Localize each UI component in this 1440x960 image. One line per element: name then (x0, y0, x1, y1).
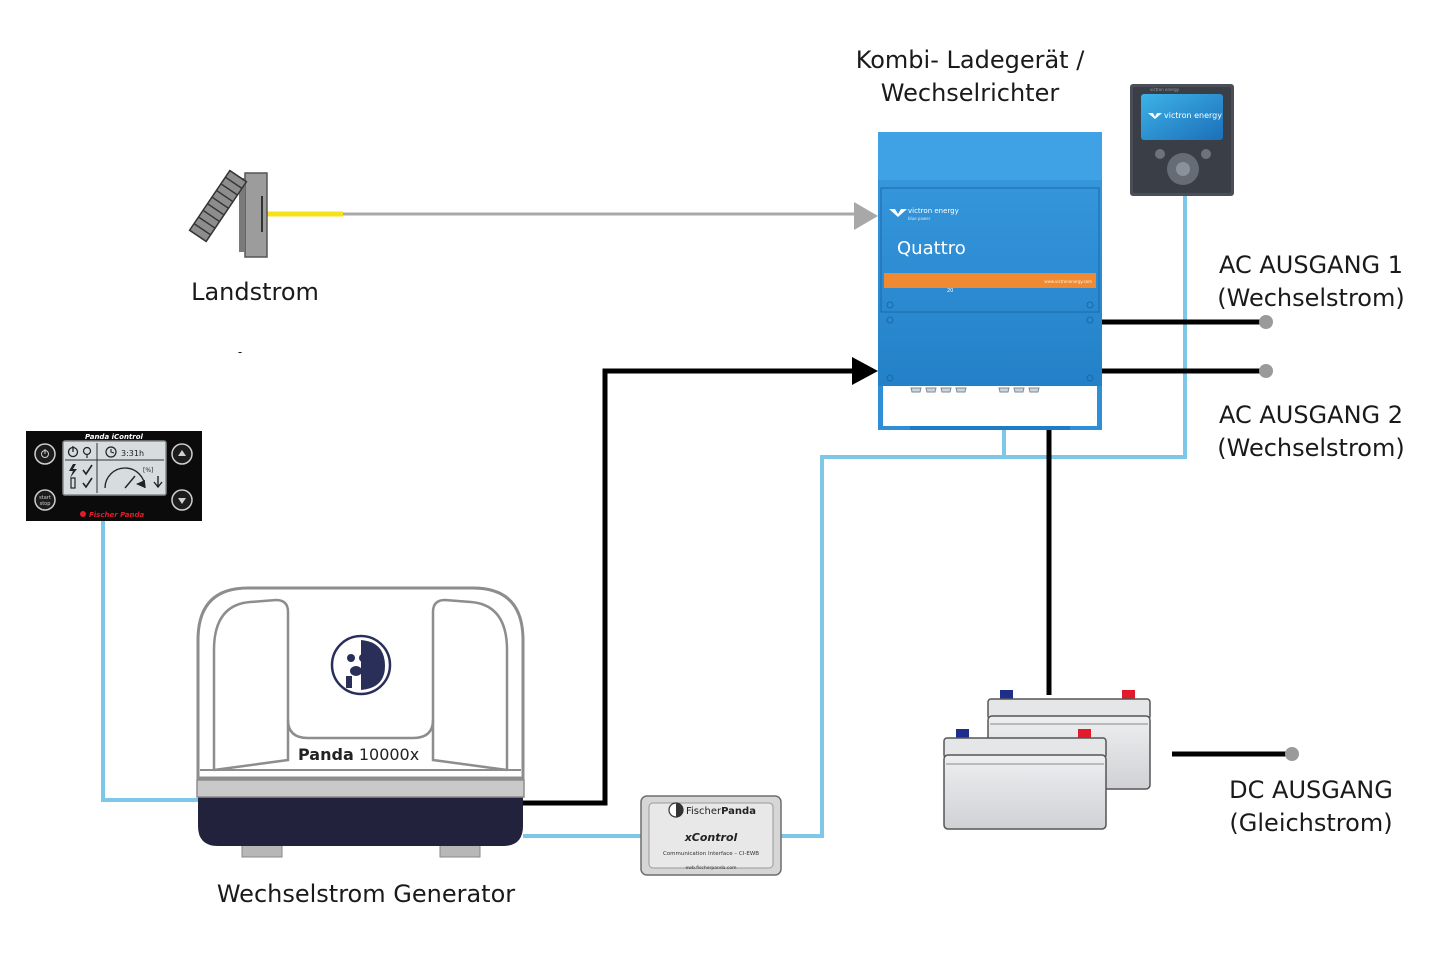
shore-power-dash: - (237, 345, 243, 359)
gauge-icon (104, 467, 146, 489)
gx-left-button (1155, 149, 1165, 159)
xcontrol-title: xControl (684, 831, 738, 844)
dc-out-label: DC AUSGANG (Gleichstrom) (1196, 774, 1426, 840)
gx-center-button (1176, 162, 1190, 176)
panda-logo-icon (330, 634, 392, 696)
panda-generator: Panda 10000x (196, 586, 525, 858)
check2-icon (82, 477, 93, 489)
generator-input-arrow (852, 357, 878, 385)
gx-small-brand: victron energy (1150, 87, 1180, 92)
ac-out1-label: AC AUSGANG 1 (Wechselstrom) (1196, 249, 1426, 315)
ac-out1-terminal (1259, 315, 1273, 329)
inverter-label-line1: Kombi- Ladegerät / (855, 46, 1085, 74)
gauge-kw-label: [%] (143, 467, 153, 474)
inverter-label: Kombi- Ladegerät / Wechselrichter (820, 44, 1120, 110)
inverter-model: Quattro (897, 238, 966, 259)
quattro-inverter: 20 www.victronenergy.com victron energy … (878, 132, 1102, 430)
gx-display: victron energy victron energy (1130, 84, 1234, 196)
ac-out2-line2: (Wechselstrom) (1217, 434, 1405, 462)
generator-ac-cable (523, 368, 858, 806)
generator-label: Wechselstrom Generator (216, 880, 516, 908)
xcontrol-url: ewb.fischerpanda.com (686, 865, 737, 871)
panel-up-button[interactable] (171, 443, 193, 465)
xcontrol-interface: FischerPanda xControl Communication Inte… (640, 795, 782, 876)
dc-out-line2: (Gleichstrom) (1229, 809, 1393, 837)
shore-power-socket (188, 169, 268, 258)
fischer-panda-logo-icon (80, 511, 86, 517)
dc-out-terminal (1285, 747, 1299, 761)
panel-to-generator-cable (101, 520, 198, 802)
gx-logo-icon (1148, 113, 1162, 119)
panel-down-button[interactable] (171, 489, 193, 511)
panel-runtime: 3:31h (121, 449, 144, 458)
panel-title: Panda iControl (85, 433, 143, 441)
panel-brand: Fischer Panda (89, 511, 145, 519)
ac-out1-line2: (Wechselstrom) (1217, 284, 1405, 312)
lightning-glyph-icon (69, 464, 77, 478)
xcontrol-panda-icon (668, 802, 684, 818)
gx-brand: victron energy (1164, 111, 1222, 120)
generator-name: Panda 10000x (298, 745, 419, 764)
inverter-label-line2: Wechselrichter (880, 79, 1060, 107)
svg-text:start: start (39, 495, 51, 501)
gx-right-button (1201, 149, 1211, 159)
ac-out2-line1: AC AUSGANG 2 (1218, 401, 1404, 429)
xcontrol-brand: FischerPanda (686, 806, 756, 817)
power-cables (523, 319, 1286, 806)
battery-bank (943, 690, 1151, 830)
ac-out2-terminal (1259, 364, 1273, 378)
power-glyph-icon (67, 446, 79, 458)
panel-start-stop-button[interactable]: start stop (34, 489, 56, 511)
inverter-strip-number: 20 (947, 288, 953, 294)
ac-out1-line1: AC AUSGANG 1 (1218, 251, 1404, 279)
shore-power-label: Landstrom (191, 278, 319, 306)
panda-icontrol-panel: Panda iControl 3:31h [%] start stop (26, 431, 202, 521)
svg-text:stop: stop (40, 501, 51, 507)
ac-out2-label: AC AUSGANG 2 (Wechselstrom) (1196, 399, 1426, 465)
shore-input-arrow (854, 202, 878, 230)
bulb-glyph-icon (82, 446, 92, 458)
dc-out-line1: DC AUSGANG (1229, 776, 1393, 804)
battery-front (943, 729, 1107, 830)
down-arrow-glyph-icon (153, 476, 163, 489)
thermometer-glyph-icon (70, 477, 76, 489)
inverter-brand-sub: blue power (908, 216, 931, 221)
xcontrol-subtitle: Communication Interface – CI-EWB (663, 851, 759, 857)
panel-power-button[interactable] (34, 443, 56, 465)
inverter-strip-url: www.victronenergy.com (1044, 279, 1092, 284)
inverter-brand: victron energy (908, 207, 959, 215)
clock-glyph-icon (105, 446, 117, 458)
check1-icon (82, 464, 93, 476)
victron-logo-icon (889, 209, 907, 217)
